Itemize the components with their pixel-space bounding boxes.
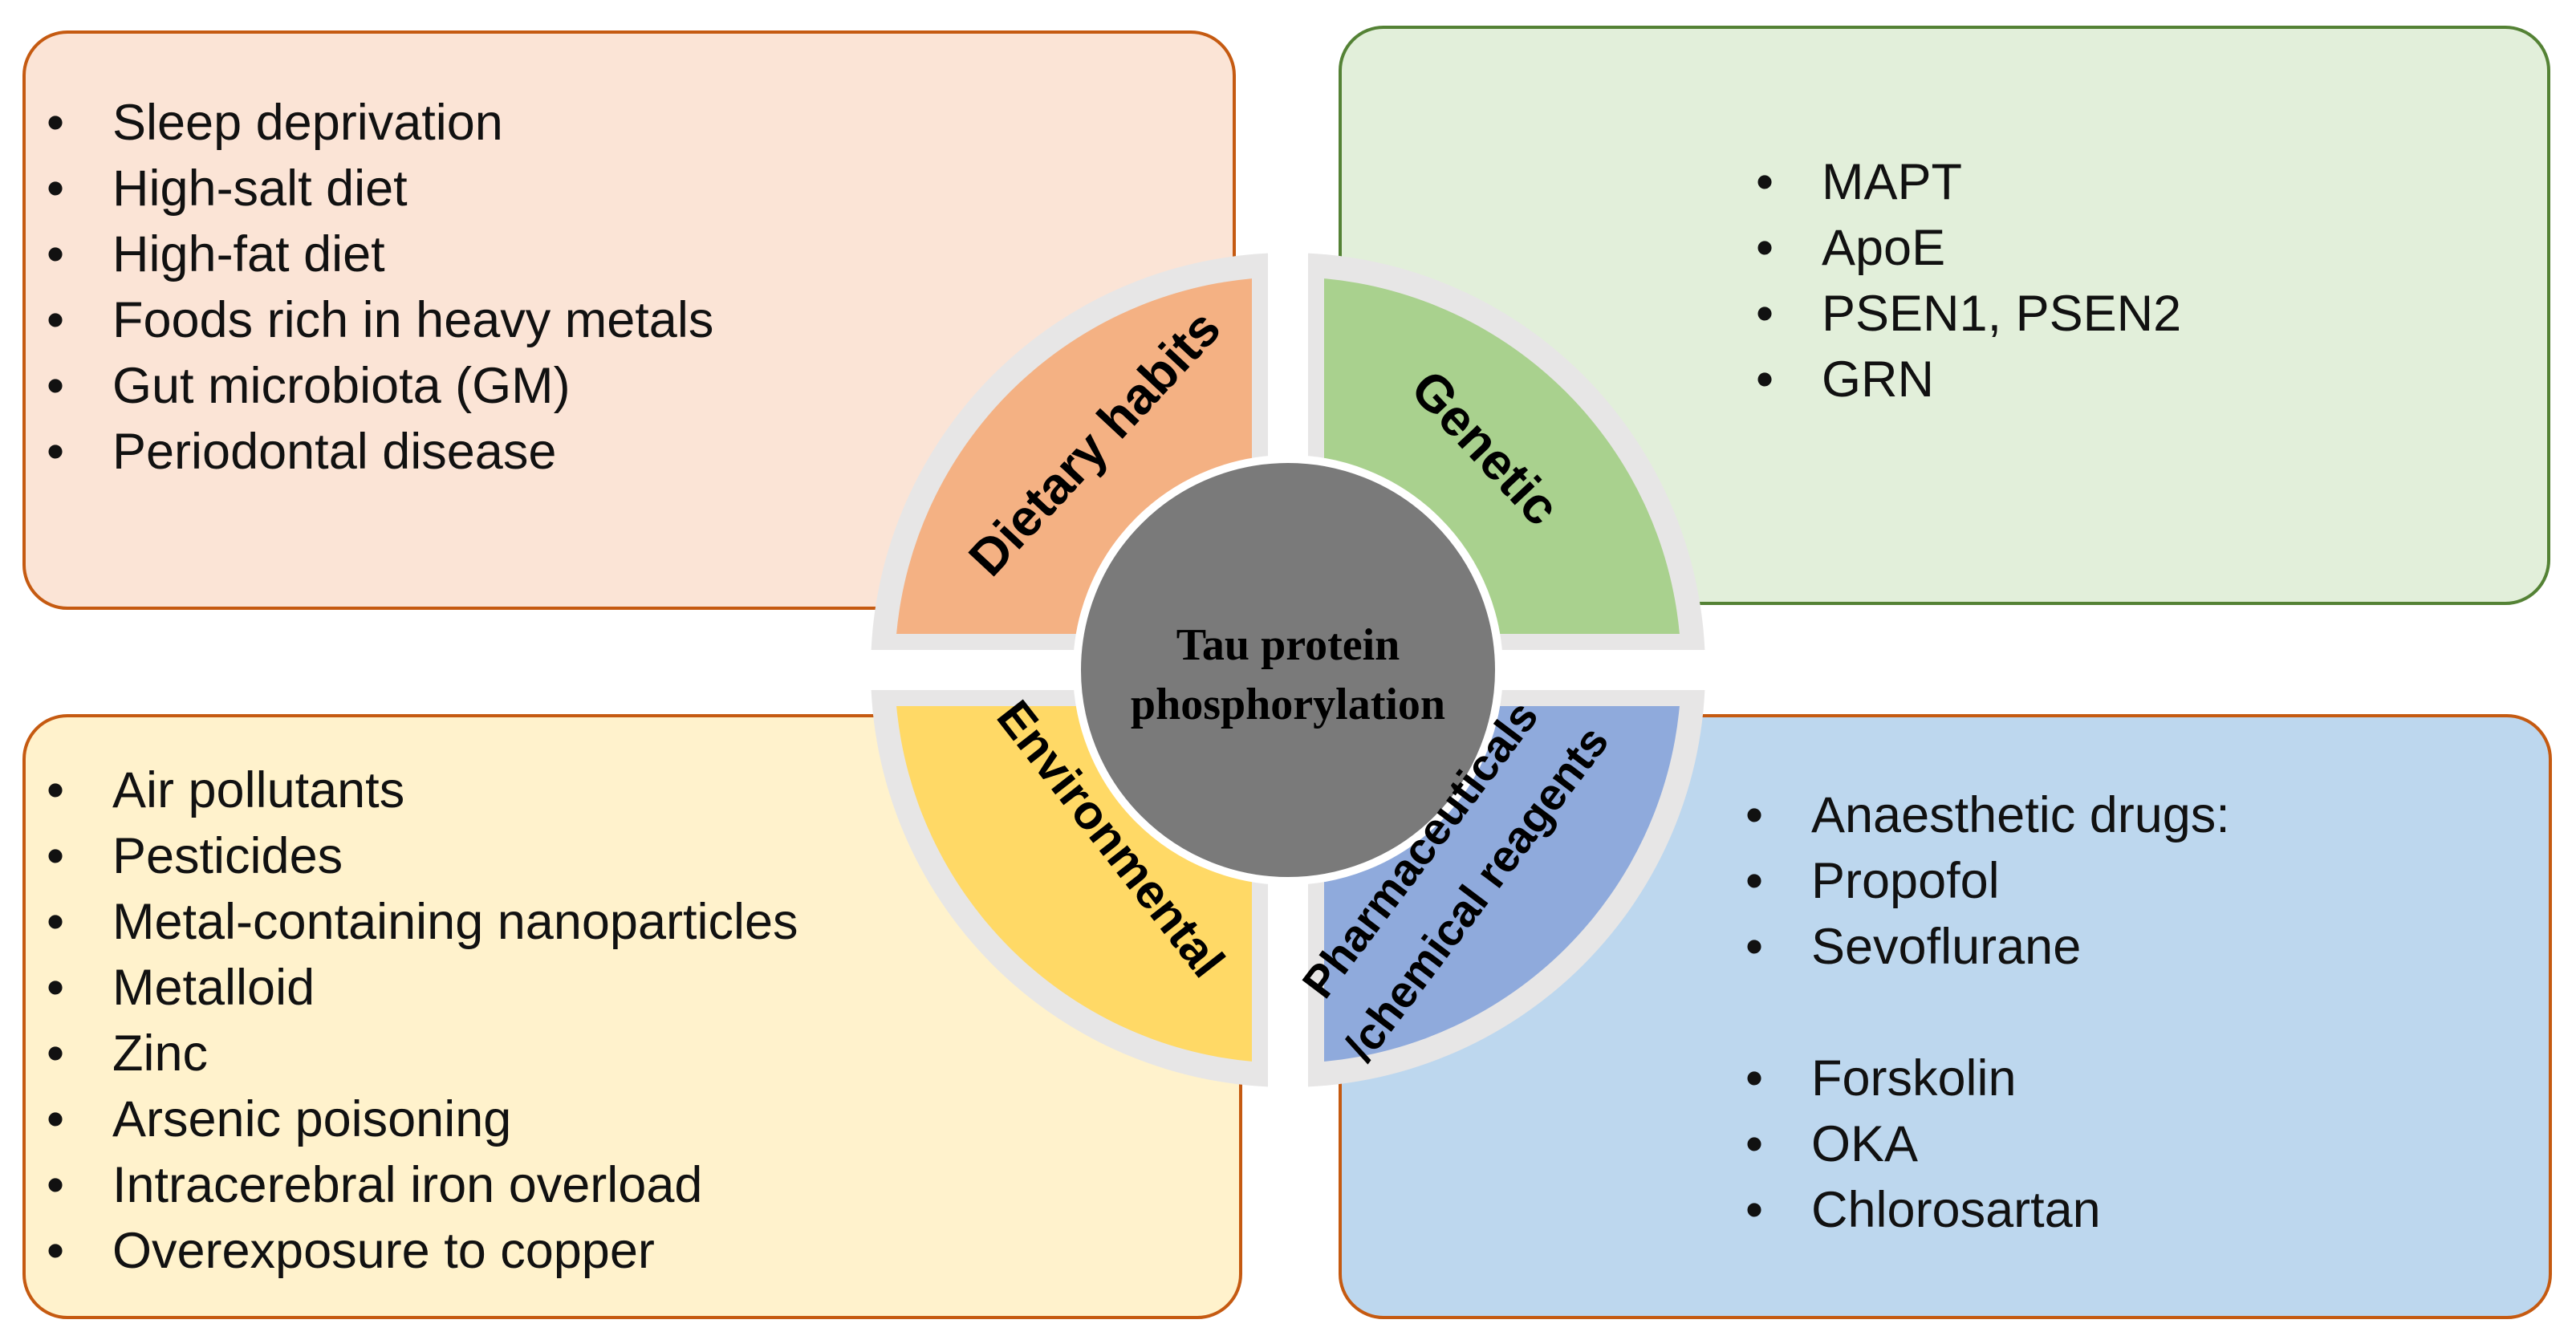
list-item: Forskolin bbox=[1745, 1046, 2230, 1111]
center-circle bbox=[1073, 455, 1503, 885]
list-item: Sleep deprivation bbox=[47, 90, 713, 156]
list-item: Anaesthetic drugs: bbox=[1745, 782, 2230, 848]
list-item: OKA bbox=[1745, 1111, 2230, 1177]
list-item: Chlorosartan bbox=[1745, 1177, 2230, 1243]
list-item: High-fat diet bbox=[47, 221, 713, 287]
list-item: PSEN1, PSEN2 bbox=[1756, 281, 2181, 347]
list-item: MAPT bbox=[1756, 149, 2181, 215]
list-item: Zinc bbox=[47, 1021, 798, 1086]
list-item: Sevoflurane bbox=[1745, 914, 2230, 980]
list-item: Overexposure to copper bbox=[47, 1218, 798, 1284]
list-item: Metalloid bbox=[47, 955, 798, 1021]
list-item: Gut microbiota (GM) bbox=[47, 353, 713, 419]
list-item: High-salt diet bbox=[47, 156, 713, 221]
environmental-list: Air pollutantsPesticidesMetal-containing… bbox=[47, 757, 798, 1284]
pharmaceuticals-list: Anaesthetic drugs:PropofolSevofluraneFor… bbox=[1745, 782, 2230, 1243]
list-item: Metal-containing nanoparticles bbox=[47, 889, 798, 955]
list-item: Propofol bbox=[1745, 848, 2230, 914]
list-item: Arsenic poisoning bbox=[47, 1086, 798, 1152]
list-item: Air pollutants bbox=[47, 757, 798, 823]
list-item: GRN bbox=[1756, 347, 2181, 412]
list-item: Pesticides bbox=[47, 823, 798, 889]
center-title-line1: Tau protein bbox=[1176, 620, 1400, 670]
list-item: ApoE bbox=[1756, 215, 2181, 281]
list-item: Intracerebral iron overload bbox=[47, 1152, 798, 1218]
center-title-line2: phosphorylation bbox=[1131, 680, 1445, 729]
list-item: Periodontal disease bbox=[47, 419, 713, 485]
dietary-habits-list: Sleep deprivationHigh-salt dietHigh-fat … bbox=[47, 90, 713, 485]
genetic-list: MAPTApoEPSEN1, PSEN2GRN bbox=[1756, 149, 2181, 412]
list-item: Foods rich in heavy metals bbox=[47, 287, 713, 353]
